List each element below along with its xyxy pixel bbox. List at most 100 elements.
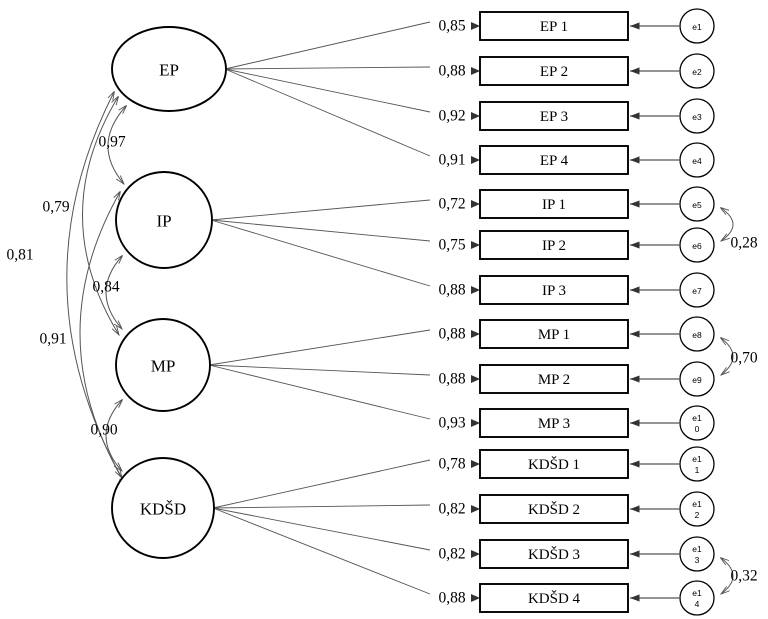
indicator-rect [479, 449, 629, 479]
error-node [679, 142, 715, 178]
loading-label: 0,88 [438, 326, 465, 343]
latent-factor-kdsd: KDŠD [111, 457, 215, 559]
loading-arrowhead [471, 330, 480, 338]
indicator-box: EP 2 [479, 56, 629, 86]
indicator-box: EP 3 [479, 101, 629, 131]
indicator-rect [479, 145, 629, 175]
indicator-label: IP 2 [542, 238, 566, 254]
indicator-box: MP 1 [479, 319, 629, 349]
error-node [679, 446, 715, 482]
error-label: e4 [692, 156, 702, 166]
error-label: 1 [695, 465, 700, 475]
loading-arrowhead [471, 550, 480, 558]
latent-ellipse [115, 318, 211, 412]
error-label: 4 [695, 599, 700, 609]
latent-factor-mp: MP [115, 318, 211, 412]
error-circle-e6: e6 [679, 227, 715, 263]
indicator-label: EP 4 [540, 153, 569, 169]
error-correlation-arc-e5-e6 [721, 208, 734, 241]
error-label: e1 [692, 544, 702, 554]
error-correlation-arc-e8-e9 [721, 338, 734, 375]
loading-label: 0,88 [438, 590, 465, 607]
error-circle-e11: e11 [679, 446, 715, 482]
loading-label: 0,91 [438, 152, 465, 169]
indicator-box: IP 3 [479, 275, 629, 305]
indicator-label: MP 3 [538, 416, 570, 432]
indicator-label: KDŠD 3 [528, 546, 580, 563]
loading-line [208, 329, 431, 366]
factor-correlation-arc-ep-kdsd [66, 92, 126, 486]
error-label: 3 [695, 555, 700, 565]
loading-label: 0,93 [438, 415, 465, 432]
error-node [679, 53, 715, 89]
indicator-rect [479, 494, 629, 524]
latent-factor-ep: EP [111, 26, 227, 112]
loading-arrowhead [471, 156, 480, 164]
latent-ellipse [111, 457, 215, 559]
indicator-label: EP 3 [540, 109, 568, 125]
loading-arrowhead [471, 375, 480, 383]
indicator-rect [479, 539, 629, 569]
latent-factor-ip: IP [115, 171, 213, 269]
error-circle-e8: e8 [679, 316, 715, 352]
indicator-rect [479, 364, 629, 394]
indicator-box: KDŠD 4 [479, 583, 629, 613]
loading-label: 0,72 [438, 196, 465, 213]
factor-correlation-label: 0,79 [42, 199, 69, 216]
indicator-box: MP 3 [479, 408, 629, 438]
loading-line [208, 364, 431, 420]
error-label: 0 [695, 424, 700, 434]
error-circle-e5: e5 [679, 186, 715, 222]
error-label: e1 [692, 413, 702, 423]
indicator-box: MP 2 [479, 364, 629, 394]
loading-label: 0,88 [438, 282, 465, 299]
loading-line [224, 66, 431, 70]
error-label: e7 [692, 286, 702, 296]
loading-arrowhead [471, 200, 480, 208]
loading-line [212, 504, 431, 509]
indicator-label: KDŠD 1 [528, 456, 580, 473]
indicator-label: MP 1 [538, 327, 570, 343]
error-correlation-arc-e13-e14 [721, 558, 734, 594]
coefficient-labels: 0,850,880,920,910,720,750,880,880,880,93… [6, 18, 757, 607]
indicator-rect [479, 230, 629, 260]
factor-correlation-label: 0,91 [39, 331, 66, 348]
error-node [679, 227, 715, 263]
error-circle-e1: e1 [679, 8, 715, 44]
loading-line [210, 219, 431, 242]
loading-label: 0,88 [438, 63, 465, 80]
indicator-box: EP 1 [479, 11, 629, 41]
error-node [679, 536, 715, 572]
loading-label: 0,92 [438, 108, 465, 125]
error-circle-e14: e14 [679, 580, 715, 616]
indicator-rect [479, 275, 629, 305]
latent-ellipse [115, 171, 213, 269]
indicator-rect [479, 189, 629, 219]
indicator-label: KDŠD 2 [528, 501, 580, 518]
indicator-label: EP 1 [540, 19, 568, 35]
latent-label: MP [151, 357, 176, 376]
error-label: e1 [692, 499, 702, 509]
indicator-rect [479, 56, 629, 86]
loading-arrowhead [471, 112, 480, 120]
loading-arrowhead [471, 67, 480, 75]
loading-arrowhead [471, 22, 480, 30]
factor-correlation-label: 0,81 [6, 247, 33, 264]
loading-arrowhead [471, 286, 480, 294]
indicator-box: EP 4 [479, 145, 629, 175]
loading-line [212, 459, 431, 509]
loading-line [210, 199, 431, 221]
latent-label: IP [156, 212, 171, 231]
loading-line [212, 507, 431, 595]
error-label: e2 [692, 67, 702, 77]
error-circle-e4: e4 [679, 142, 715, 178]
error-node [679, 491, 715, 527]
latent-label: KDŠD [140, 500, 186, 519]
indicator-box: IP 1 [479, 189, 629, 219]
loading-arrowhead [471, 594, 480, 602]
indicator-label: IP 1 [542, 197, 566, 213]
loading-arrowhead [471, 460, 480, 468]
error-node [679, 272, 715, 308]
